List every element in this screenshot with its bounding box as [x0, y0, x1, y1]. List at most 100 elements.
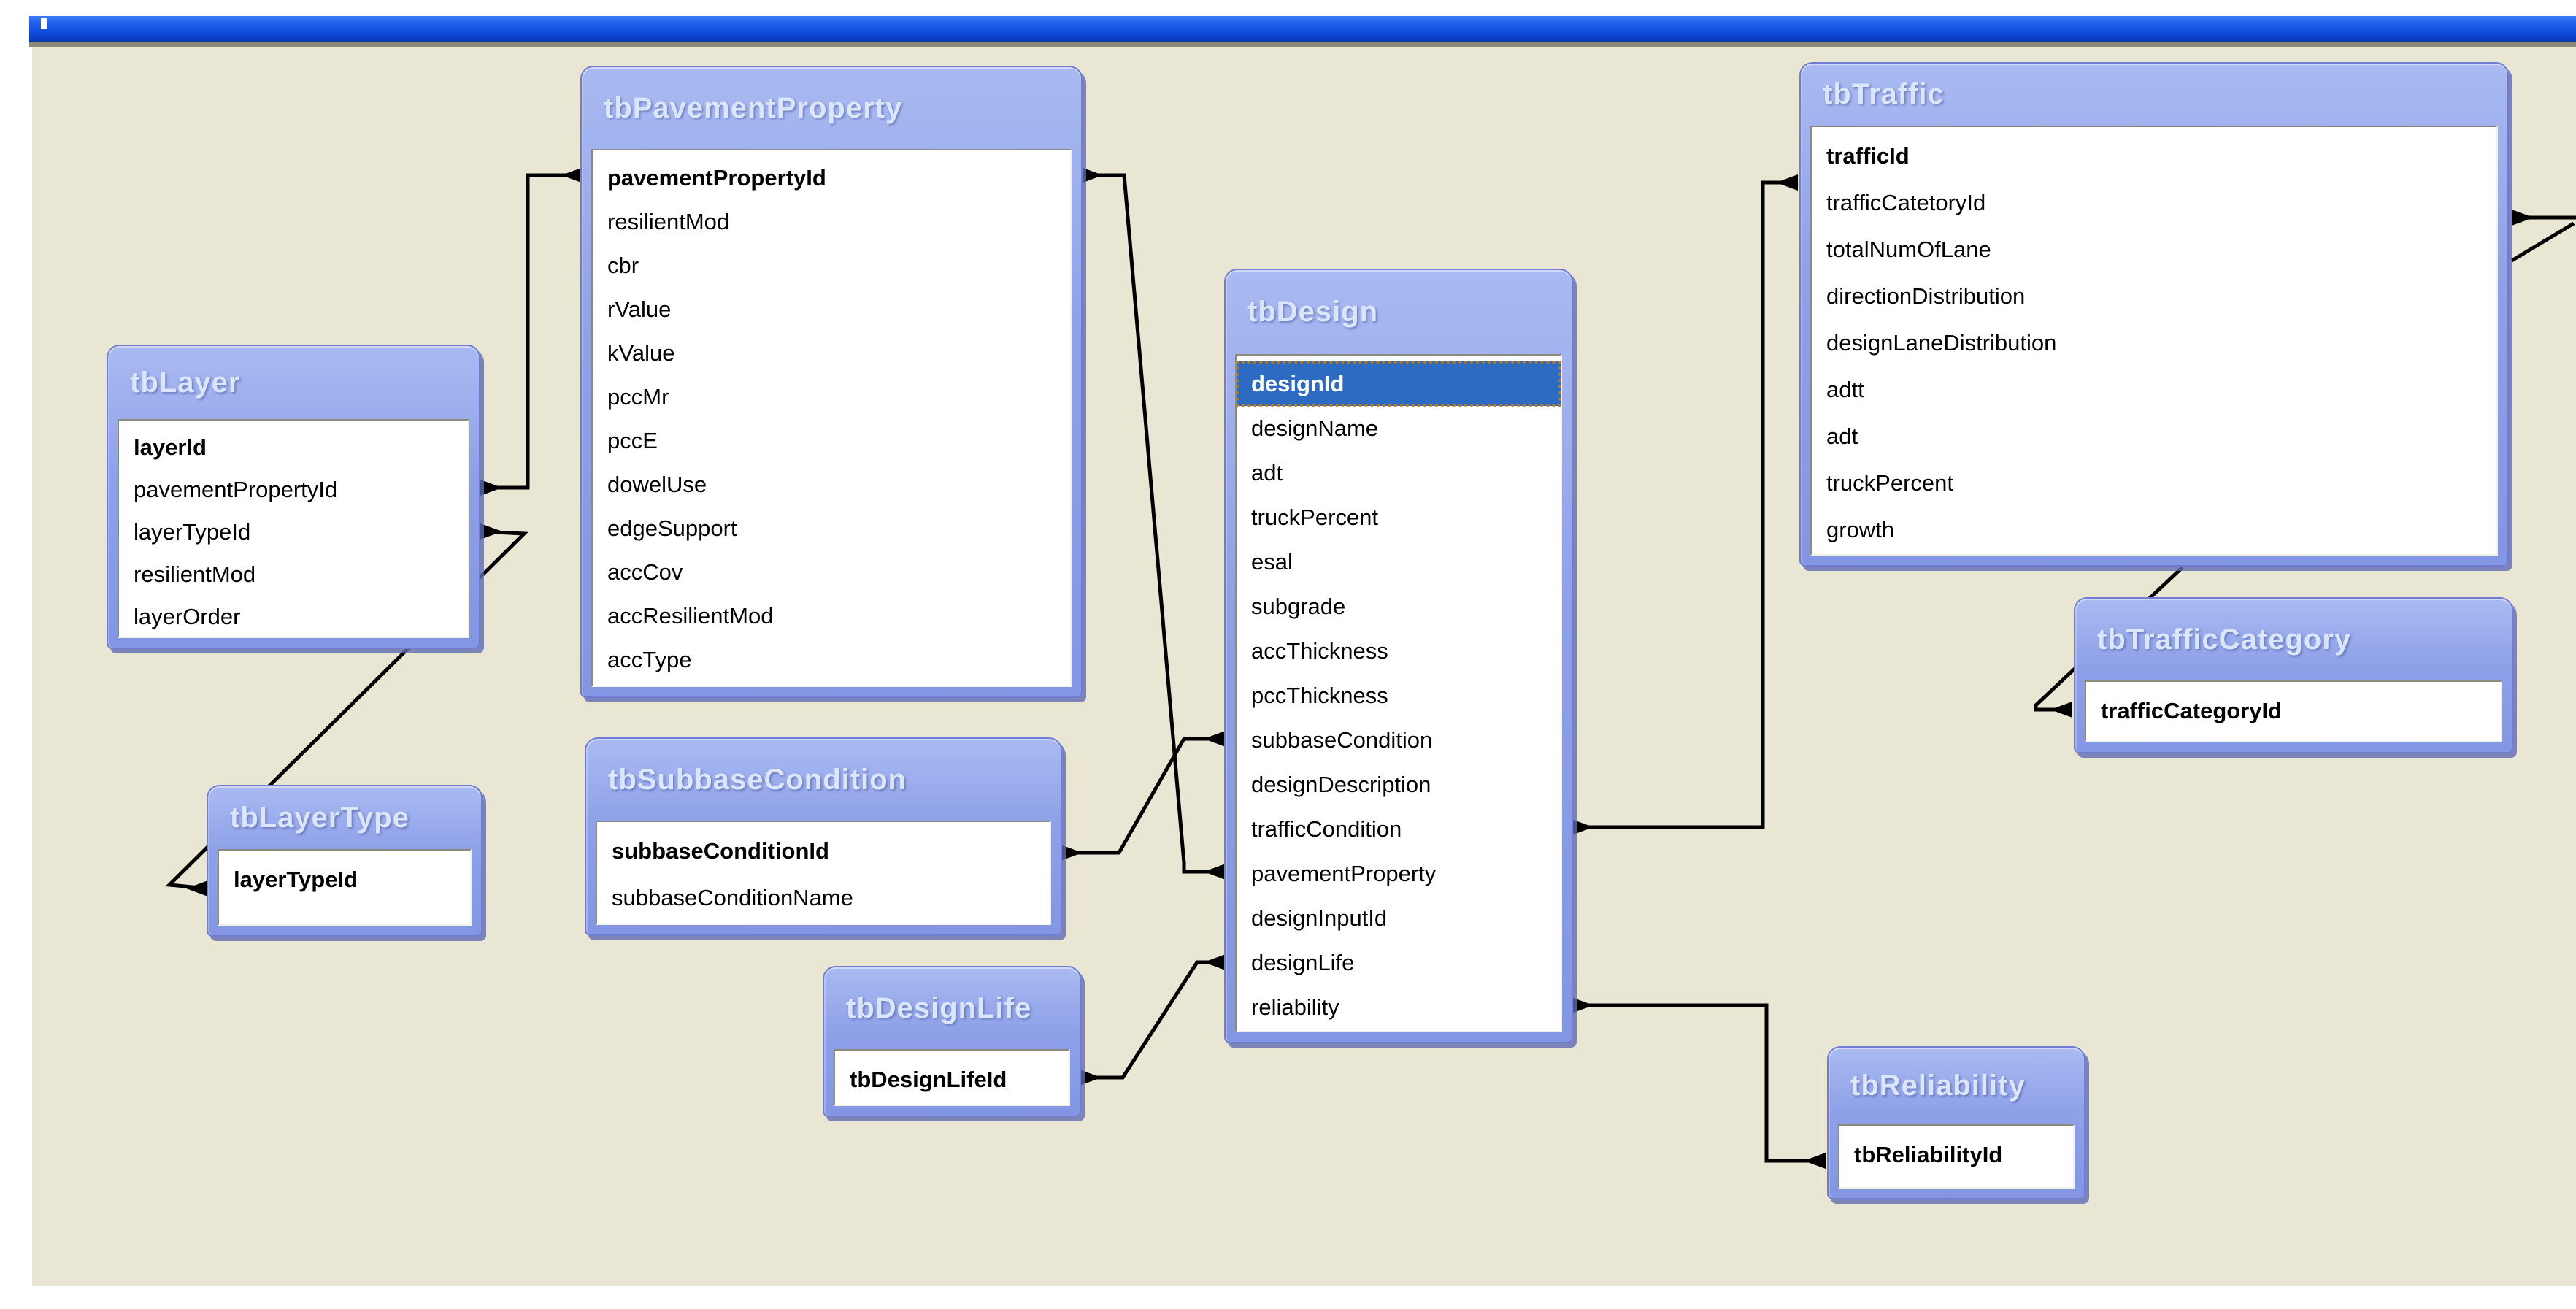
table-tbReliability[interactable]: tbReliability tbReliabilityId [1827, 1046, 2085, 1199]
field-tbDesign-designId[interactable]: designId [1237, 361, 1561, 407]
relationship-endpoint-icon [2050, 702, 2072, 718]
relationship-endpoint-icon [1804, 1153, 1826, 1169]
table-tbDesign[interactable]: tbDesign designId designName adt truckPercen… [1224, 269, 1573, 1043]
field-tbDesign-designInputId[interactable]: designInputId [1251, 905, 1388, 931]
table-title-tbLayerType[interactable]: tbLayerType [230, 801, 410, 834]
relationship-endpoint-icon [186, 880, 208, 897]
table-title-tbSubbaseCondition[interactable]: tbSubbaseCondition [608, 763, 907, 796]
field-tbLayerType-layerTypeId[interactable]: layerTypeId [234, 867, 358, 892]
relationship-layer-pavementproperty[interactable] [480, 167, 583, 496]
field-tbDesign-reliability[interactable]: reliability [1251, 994, 1339, 1020]
field-tbLayer-pavementPropertyId[interactable]: pavementPropertyId [134, 477, 338, 502]
relationship-endpoint-icon [1572, 819, 1593, 835]
field-tbTraffic-designLaneDistribution[interactable]: designLaneDistribution [1826, 330, 2057, 356]
field-tbSubbaseCondition-subbaseConditionId[interactable]: subbaseConditionId [612, 838, 829, 864]
field-tbTraffic-adtt[interactable]: adtt [1826, 377, 1864, 402]
relationship-endpoint-icon [1572, 997, 1593, 1013]
field-tbSubbaseCondition-subbaseConditionName[interactable]: subbaseConditionName [612, 885, 853, 910]
table-title-tbTrafficCategory[interactable]: tbTrafficCategory [2097, 623, 2352, 656]
relationship-endpoint-icon [561, 167, 583, 183]
relationship-subbasecondition-design[interactable] [1061, 731, 1226, 861]
table-fields-tbTrafficCategory: trafficCategoryId [2085, 680, 2502, 742]
field-tbDesign-accThickness[interactable]: accThickness [1251, 637, 1388, 664]
field-tbTraffic-growth[interactable]: growth [1826, 517, 1895, 542]
field-tbTraffic-trafficCatetoryId[interactable]: trafficCatetoryId [1826, 190, 1986, 215]
field-tbPavementProperty-resilientMod[interactable]: resilientMod [607, 209, 730, 234]
table-fields-tbDesignLife: tbDesignLifeId [834, 1049, 1070, 1106]
field-tbDesign-esal[interactable]: esal [1251, 548, 1293, 575]
table-tbTraffic[interactable]: tbTraffic trafficId trafficCatetoryId total… [1799, 62, 2509, 567]
relationship-offscreen-traffic-stub[interactable] [2512, 210, 2576, 226]
field-tbDesign-subbaseCondition[interactable]: subbaseCondition [1251, 726, 1433, 753]
field-tbLayer-layerTypeId[interactable]: layerTypeId [134, 519, 251, 545]
relationship-endpoint-icon [1061, 845, 1083, 861]
field-tbLayer-layerOrder[interactable]: layerOrder [134, 604, 241, 629]
window-title-bar[interactable] [29, 16, 2576, 42]
field-tbLayer-layerId[interactable]: layerId [134, 434, 207, 460]
field-tbPavementProperty-cbr[interactable]: cbr [607, 253, 639, 278]
field-tbDesign-subgrade[interactable]: subgrade [1251, 593, 1346, 619]
relationship-endpoint-icon [1204, 731, 1226, 747]
relationship-offscreen-traffic-diagonal[interactable] [2510, 221, 2575, 263]
field-tbDesignLife-tbDesignLifeId[interactable]: tbDesignLifeId [850, 1067, 1007, 1092]
field-tbPavementProperty-pccE[interactable]: pccE [607, 428, 658, 453]
table-tbPavementProperty[interactable]: tbPavementProperty pavementPropertyId resi… [580, 66, 1083, 698]
table-title-tbPavementProperty[interactable]: tbPavementProperty [604, 91, 903, 124]
relationship-endpoint-icon [1081, 167, 1103, 183]
relationship-endpoint-icon [480, 480, 502, 496]
field-tbTraffic-directionDistribution[interactable]: directionDistribution [1826, 283, 2026, 309]
relationship-endpoint-icon [1204, 864, 1226, 880]
field-tbPavementProperty-kValue[interactable]: kValue [607, 340, 675, 366]
relationship-designlife-design[interactable] [1080, 954, 1226, 1086]
relationship-endpoint-icon [2512, 210, 2534, 226]
table-tbSubbaseCondition[interactable]: tbSubbaseCondition subbaseConditionId subb… [585, 737, 1062, 936]
field-tbPavementProperty-accCov[interactable]: accCov [607, 559, 683, 585]
table-tbLayerType[interactable]: tbLayerType layerTypeId [207, 785, 482, 937]
table-fields-tbDesign: designId designName adt truckPercent esal sub… [1235, 354, 1562, 1032]
table-title-tbDesignLife[interactable]: tbDesignLife [846, 991, 1032, 1024]
relationship-design-traffic[interactable] [1572, 174, 1798, 835]
table-fields-tbTraffic: trafficId trafficCatetoryId totalNumOfLane… [1810, 126, 2498, 556]
table-fields-tbLayerType: layerTypeId [218, 849, 472, 926]
table-title-tbReliability[interactable]: tbReliability [1850, 1070, 2026, 1102]
field-tbDesign-designLife[interactable]: designLife [1251, 949, 1355, 975]
field-tbDesign-adt[interactable]: adt [1251, 459, 1283, 485]
field-tbDesign-pccThickness[interactable]: pccThickness [1251, 682, 1388, 708]
field-tbPavementProperty-pccMr[interactable]: pccMr [607, 384, 669, 410]
field-tbTrafficCategory-trafficCategoryId[interactable]: trafficCategoryId [2101, 698, 2283, 723]
field-tbPavementProperty-pavementPropertyId[interactable]: pavementPropertyId [607, 165, 826, 191]
field-tbDesign-pavementProperty[interactable]: pavementProperty [1251, 860, 1437, 886]
relationship-endpoint-icon [1080, 1070, 1101, 1086]
table-tbTrafficCategory[interactable]: tbTrafficCategory trafficCategoryId [2074, 597, 2513, 753]
table-tbDesignLife[interactable]: tbDesignLife tbDesignLifeId [823, 966, 1081, 1117]
relationship-design-reliability[interactable] [1572, 997, 1826, 1169]
chrome-divider [29, 42, 2576, 47]
relationship-endpoint-icon [480, 523, 502, 540]
field-tbPavementProperty-edgeSupport[interactable]: edgeSupport [607, 515, 737, 541]
field-tbTraffic-truckPercent[interactable]: truckPercent [1826, 470, 1954, 496]
table-title-tbDesign[interactable]: tbDesign [1247, 296, 1379, 328]
table-fields-tbReliability: tbReliabilityId [1838, 1124, 2075, 1189]
table-tbLayer[interactable]: tbLayer layerId pavementPropertyId layerTyp… [107, 345, 480, 649]
relationship-pavementproperty-design[interactable] [1081, 167, 1226, 880]
table-fields-tbLayer: layerId pavementPropertyId layerTypeId resi… [118, 419, 469, 638]
field-tbPavementProperty-accType[interactable]: accType [607, 647, 692, 672]
table-fields-tbPavementProperty: pavementPropertyId resilientMod cbr rValue k… [591, 149, 1072, 687]
relationship-layer-layertype[interactable] [165, 523, 528, 897]
table-title-tbLayer[interactable]: tbLayer [130, 366, 241, 399]
table-title-tbTraffic[interactable]: tbTraffic [1823, 78, 1945, 110]
field-tbTraffic-trafficId[interactable]: trafficId [1826, 143, 1910, 169]
field-tbTraffic-adt[interactable]: adt [1826, 423, 1858, 449]
field-tbReliability-tbReliabilityId[interactable]: tbReliabilityId [1854, 1142, 2003, 1167]
field-tbPavementProperty-accResilientMod[interactable]: accResilientMod [607, 603, 774, 629]
field-tbPavementProperty-dowelUse[interactable]: dowelUse [607, 472, 707, 497]
field-tbDesign-truckPercent[interactable]: truckPercent [1251, 504, 1379, 530]
field-tbDesign-designName[interactable]: designName [1251, 415, 1379, 441]
field-tbLayer-resilientMod[interactable]: resilientMod [134, 561, 256, 587]
field-tbTraffic-totalNumOfLane[interactable]: totalNumOfLane [1826, 237, 1991, 262]
field-tbPavementProperty-rValue[interactable]: rValue [607, 296, 672, 322]
field-tbDesign-designDescription[interactable]: designDescription [1251, 771, 1431, 797]
field-tbDesign-trafficCondition[interactable]: trafficCondition [1251, 815, 1402, 842]
